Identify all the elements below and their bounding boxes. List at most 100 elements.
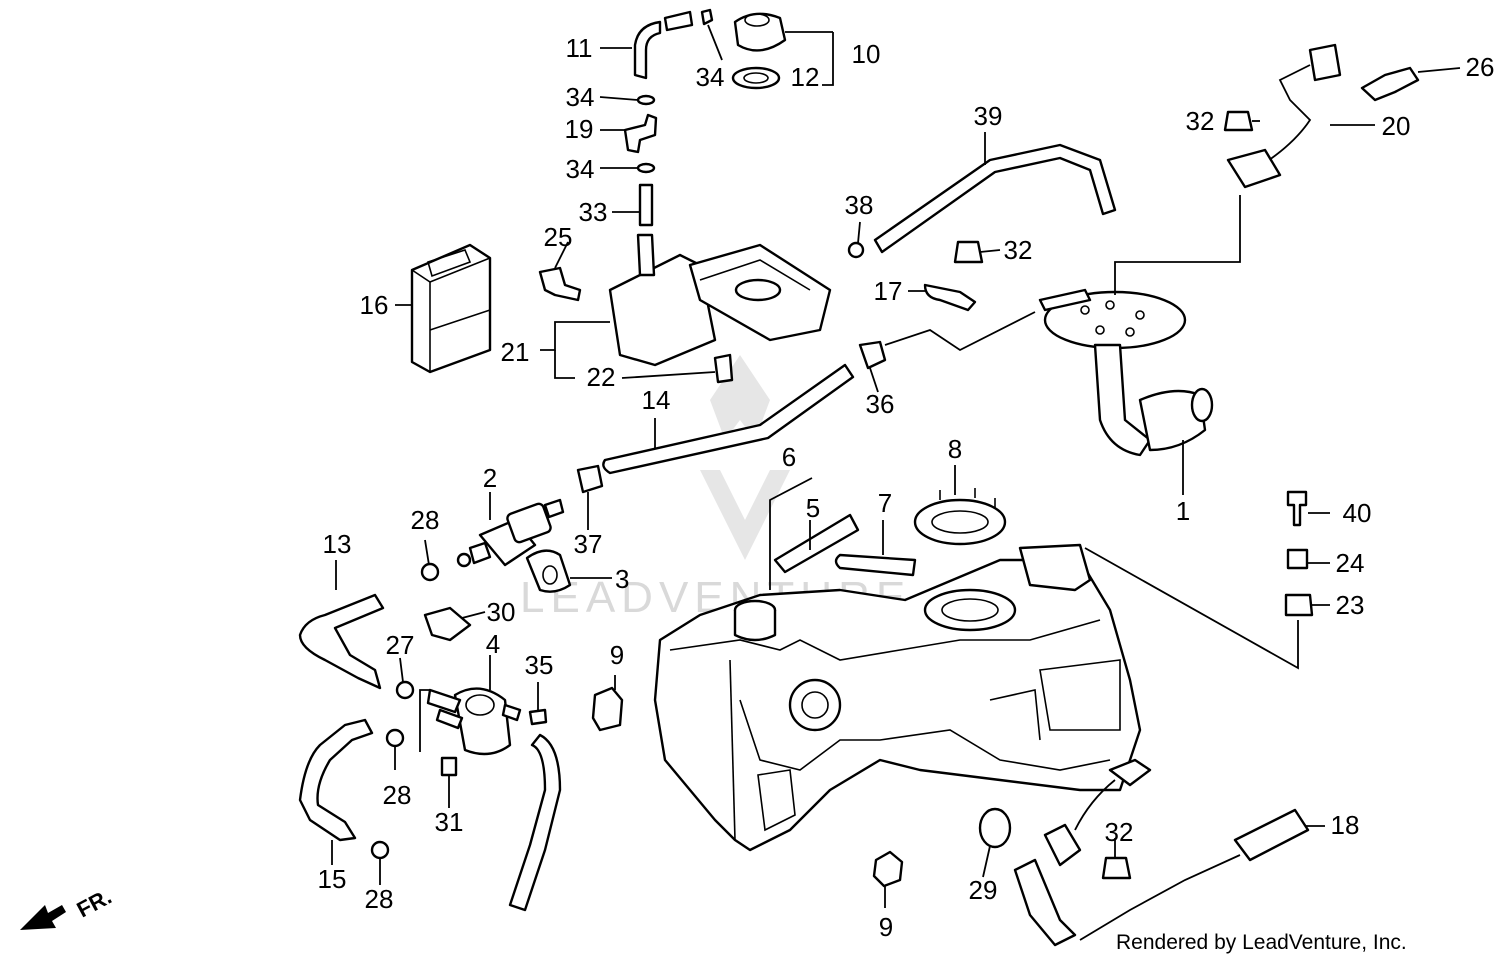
part-32-nut-middle[interactable]	[953, 240, 984, 264]
part-34-clip-lower[interactable]	[636, 162, 656, 174]
part-8-ring[interactable]	[913, 488, 1007, 546]
part-37-clamp[interactable]	[576, 464, 604, 494]
label-15: 15	[318, 864, 347, 894]
part-17-bracket[interactable]	[923, 283, 977, 312]
part-29-o-ring[interactable]	[978, 807, 1012, 849]
label-32-middle: 32	[1004, 235, 1033, 265]
front-arrow-icon	[20, 905, 66, 930]
label-31: 31	[435, 807, 464, 837]
part-31-valve[interactable]	[440, 756, 458, 777]
label-3: 3	[615, 564, 629, 594]
label-1: 1	[1176, 496, 1190, 526]
label-38: 38	[845, 190, 874, 220]
part-13-hose[interactable]	[298, 593, 385, 690]
label-36: 36	[866, 389, 895, 419]
label-34-top: 34	[696, 62, 725, 92]
label-35: 35	[525, 650, 554, 680]
part-10-fuel-cap[interactable]	[733, 12, 787, 52]
fuel-tank[interactable]	[653, 543, 1142, 852]
part-20-harness[interactable]	[1226, 43, 1342, 189]
label-22: 22	[587, 362, 616, 392]
label-9-upper: 9	[610, 640, 624, 670]
label-32-lower: 32	[1105, 817, 1134, 847]
label-8: 8	[948, 434, 962, 464]
label-27: 27	[386, 630, 415, 660]
label-24: 24	[1336, 548, 1365, 578]
label-29: 29	[969, 875, 998, 905]
part-9-bushing-lower[interactable]	[872, 850, 904, 888]
part-28-clamp-middle[interactable]	[385, 728, 405, 748]
label-18: 18	[1331, 810, 1360, 840]
part-32-nut-lower[interactable]	[1101, 856, 1132, 880]
part-11-hose[interactable]	[633, 20, 662, 80]
label-23: 23	[1336, 590, 1365, 620]
label-34-lower: 34	[566, 154, 595, 184]
part-5-strip[interactable]	[773, 513, 860, 574]
part-19-tee[interactable]	[623, 113, 658, 154]
part-22-pad[interactable]	[713, 353, 734, 384]
label-28-upper: 28	[411, 505, 440, 535]
label-13: 13	[323, 529, 352, 559]
label-37: 37	[574, 529, 603, 559]
part-36-clamp[interactable]	[858, 340, 887, 370]
callout-labels: 1 2 3 4 5 6 7 8 9 9 10 11 12 13 14 15 16…	[318, 33, 1495, 942]
label-10: 10	[852, 39, 881, 69]
part-9-bushing-upper[interactable]	[591, 686, 624, 732]
part-14-hose[interactable]	[602, 363, 855, 475]
part-11-hose-end[interactable]	[663, 10, 694, 32]
label-14: 14	[642, 385, 671, 415]
label-16: 16	[360, 290, 389, 320]
part-39-hose[interactable]	[873, 143, 1117, 254]
part-25-fitting[interactable]	[538, 266, 582, 302]
label-6: 6	[782, 442, 796, 472]
part-40-bolt[interactable]	[1286, 490, 1308, 527]
part-4-pump[interactable]	[426, 687, 522, 756]
label-40: 40	[1343, 498, 1372, 528]
label-32-top: 32	[1186, 106, 1215, 136]
part-12-cap-seal[interactable]	[731, 66, 781, 90]
part-34-clip-top[interactable]	[700, 8, 714, 26]
part-18-fuel-gauge[interactable]	[1013, 758, 1310, 947]
part-28-clamp-lower[interactable]	[370, 840, 390, 860]
part-1-fuel-pump[interactable]	[1038, 288, 1214, 457]
label-21: 21	[501, 337, 530, 367]
part-38-clamp[interactable]	[847, 241, 865, 259]
label-4: 4	[486, 629, 500, 659]
label-12: 12	[791, 62, 820, 92]
part-35-hose[interactable]	[508, 733, 562, 912]
part-35-clip[interactable]	[528, 708, 548, 726]
front-direction-indicator: FR.	[20, 884, 116, 930]
label-28-lower: 28	[365, 884, 394, 914]
part-3-mount[interactable]	[525, 549, 572, 593]
render-credit: Rendered by LeadVenture, Inc.	[1116, 931, 1407, 954]
label-17: 17	[874, 276, 903, 306]
leader-lines	[331, 24, 1461, 908]
label-7: 7	[878, 488, 892, 518]
part-27-clamp[interactable]	[395, 680, 415, 700]
part-23-grommet[interactable]	[1284, 593, 1314, 617]
label-26: 26	[1466, 52, 1495, 82]
part-7-strip[interactable]	[834, 553, 917, 577]
part-33-tube-upper[interactable]	[638, 183, 654, 227]
part-28-clamp-upper[interactable]	[420, 562, 440, 582]
front-direction-label: FR.	[73, 884, 116, 923]
label-9-lower: 9	[879, 912, 893, 942]
part-30-clip[interactable]	[423, 606, 472, 642]
label-11: 11	[566, 33, 593, 63]
label-5: 5	[806, 493, 820, 523]
part-26-terminal[interactable]	[1360, 66, 1420, 102]
label-39: 39	[974, 101, 1003, 131]
part-34-clip-upper[interactable]	[636, 94, 656, 106]
label-30: 30	[487, 597, 516, 627]
part-21-bracket[interactable]	[608, 243, 832, 367]
watermark: LEADVENTURE	[520, 355, 905, 622]
part-33-tube-lower[interactable]	[636, 233, 656, 277]
part-2-fuel-filter[interactable]	[456, 498, 565, 568]
part-24-collar[interactable]	[1286, 548, 1309, 570]
part-16-canister[interactable]	[410, 243, 492, 374]
label-34-upper: 34	[566, 82, 595, 112]
label-20: 20	[1382, 111, 1411, 141]
part-15-hose[interactable]	[298, 718, 374, 842]
part-32-nut-top[interactable]	[1223, 110, 1254, 132]
